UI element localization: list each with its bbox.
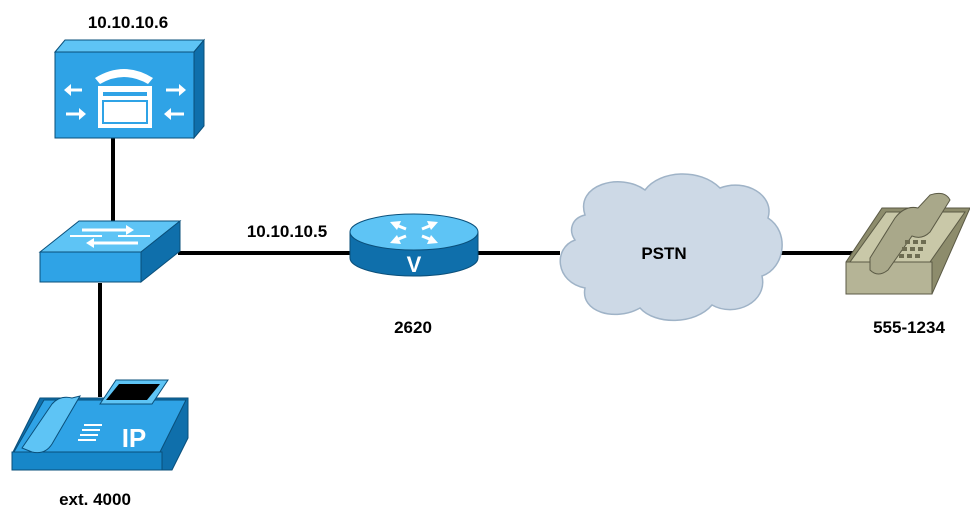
ip-phone-glyph: IP [122,423,147,453]
call-manager-server-icon [53,38,206,140]
ip-phone-extension-label: ext. 4000 [59,490,131,509]
router-voice-glyph: V [407,252,422,277]
analog-telephone-icon [845,192,970,295]
call-manager-ip-label: 10.10.10.6 [88,13,168,32]
voice-router-icon: V [349,213,479,277]
connection-lines [98,138,862,397]
router-model-label: 2620 [394,318,432,337]
ethernet-switch-icon [38,219,182,284]
pstn-label: PSTN [641,244,686,263]
analog-phone-number-label: 555-1234 [873,318,945,337]
router-interface-ip-label: 10.10.10.5 [247,222,327,241]
cloud-icon [559,173,783,322]
ip-phone-icon: IP [11,379,189,471]
